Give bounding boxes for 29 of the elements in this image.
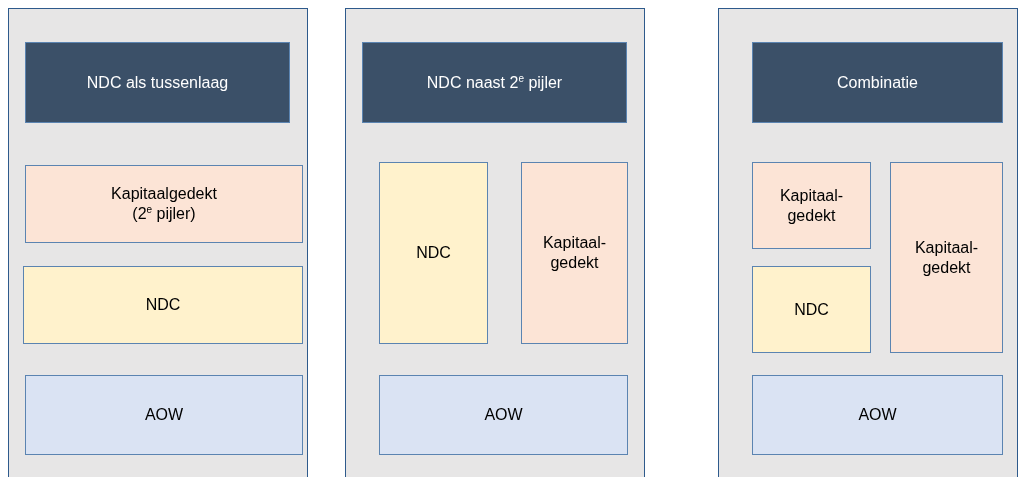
box-label: AOW — [858, 405, 897, 425]
box-label: Kapitaal-gedekt — [778, 185, 845, 226]
header-box — [362, 42, 627, 123]
layer-box — [752, 162, 871, 249]
layer-box — [890, 162, 1003, 353]
layer-box — [25, 375, 303, 455]
layer-box — [752, 266, 871, 353]
layer-box — [379, 375, 628, 455]
box-label: AOW — [144, 405, 184, 425]
box-label: AOW — [484, 405, 523, 425]
box-label: NDC als tussenlaag — [86, 72, 229, 93]
layer-box — [379, 162, 488, 344]
box-label: NDC — [145, 295, 181, 315]
header-box — [752, 42, 1003, 123]
layer-box — [752, 375, 1003, 455]
panel — [345, 8, 645, 477]
panel — [8, 8, 308, 477]
box-label: Combinatie — [837, 72, 918, 93]
header-box — [25, 42, 290, 123]
box-label: NDC naast 2$^{e}$ pijler — [426, 72, 563, 93]
box-label: NDC — [416, 243, 451, 263]
layer-box — [521, 162, 628, 344]
box-label: Kapitaal-gedekt — [913, 237, 980, 278]
box-label: NDC — [794, 299, 829, 320]
panel — [718, 8, 1018, 477]
layer-box — [23, 266, 303, 344]
box-label: Kapitaalgedekt (2$^{e}$ pijler) — [110, 184, 218, 224]
layer-box — [25, 165, 303, 243]
box-label: Kapitaal-gedekt — [541, 233, 608, 273]
